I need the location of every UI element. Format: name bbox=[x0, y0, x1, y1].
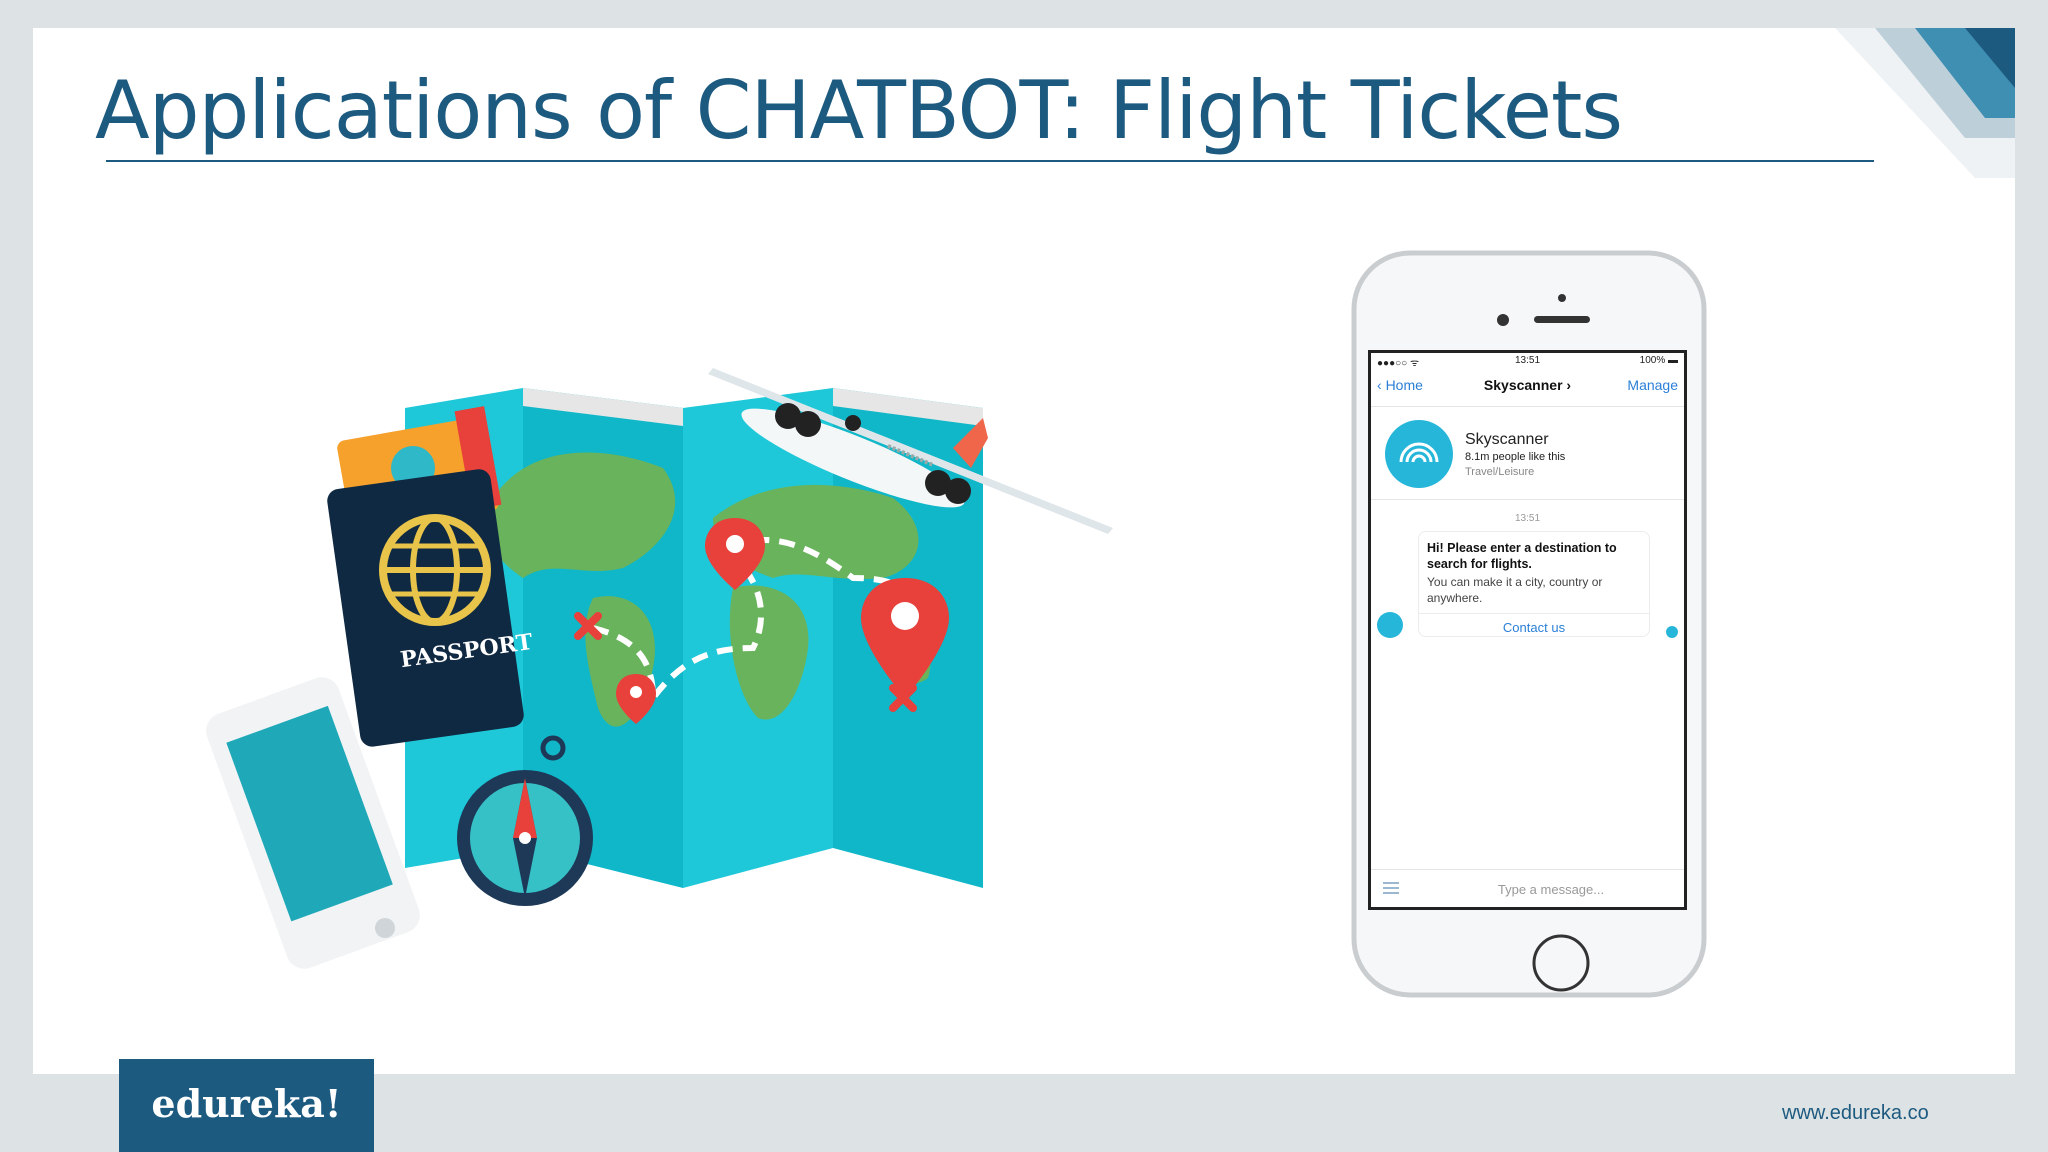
menu-icon[interactable] bbox=[1383, 882, 1399, 894]
back-home-button[interactable]: ‹ Home bbox=[1377, 377, 1423, 393]
speaker-grille bbox=[1534, 316, 1590, 323]
home-button-icon bbox=[1532, 934, 1590, 992]
bot-message-prompt: Hi! Please enter a destination to search… bbox=[1427, 541, 1617, 571]
website-url: www.edureka.co bbox=[1782, 1102, 1929, 1124]
seen-indicator-icon bbox=[1666, 626, 1678, 638]
message-input[interactable] bbox=[1431, 878, 1671, 900]
smartphone-icon bbox=[206, 677, 420, 969]
map-pin-icon bbox=[705, 518, 765, 590]
slide-title: Applications of CHATBOT: Flight Tickets bbox=[95, 64, 1623, 157]
back-label: Home bbox=[1385, 377, 1423, 393]
slide: Applications of CHATBOT: Flight Tickets bbox=[33, 28, 2015, 1074]
phone-mockup: ●●●○○ ᯤ 13:51 100% ▬ ‹ Home Skyscanner ›… bbox=[1348, 243, 1744, 1013]
manage-button[interactable]: Manage bbox=[1627, 377, 1678, 393]
phone-screen: ●●●○○ ᯤ 13:51 100% ▬ ‹ Home Skyscanner ›… bbox=[1368, 350, 1687, 910]
contact-us-button[interactable]: Contact us bbox=[1502, 620, 1566, 635]
status-time: 13:51 bbox=[1514, 355, 1541, 366]
page-name: Skyscanner bbox=[1465, 431, 1549, 448]
bot-message-bubble: Hi! Please enter a destination to search… bbox=[1418, 531, 1650, 637]
chevron-left-icon: ‹ bbox=[1377, 377, 1386, 393]
page-likes: 8.1m people like this bbox=[1465, 451, 1566, 463]
logo-text: edureka! bbox=[151, 1081, 342, 1126]
status-bar: ●●●○○ ᯤ 13:51 100% ▬ bbox=[1371, 353, 1684, 369]
page-category: Travel/Leisure bbox=[1465, 466, 1535, 478]
messenger-navbar: ‹ Home Skyscanner › Manage bbox=[1371, 377, 1684, 401]
bubble-divider bbox=[1419, 613, 1649, 614]
corner-decoration bbox=[1835, 28, 2015, 178]
chat-timestamp: 13:51 bbox=[1514, 513, 1541, 524]
navbar-divider bbox=[1371, 406, 1684, 407]
title-underline bbox=[106, 160, 1874, 162]
skyscanner-logo-icon[interactable] bbox=[1385, 420, 1453, 488]
message-composer bbox=[1371, 869, 1684, 907]
airplane-icon bbox=[708, 368, 1113, 534]
passport-icon: PASSPORT bbox=[327, 469, 535, 747]
bot-message-hint: You can make it a city, country or anywh… bbox=[1427, 575, 1603, 605]
front-camera-icon bbox=[1497, 314, 1509, 326]
map-pin-large-icon bbox=[861, 578, 949, 698]
map-pin-small-icon bbox=[616, 674, 656, 724]
edureka-logo: edureka! bbox=[119, 1059, 374, 1152]
travel-illustration: PASSPORT bbox=[206, 368, 1113, 969]
conversation-title[interactable]: Skyscanner › bbox=[1483, 377, 1572, 393]
compass-icon bbox=[457, 735, 593, 906]
profile-divider bbox=[1371, 499, 1684, 500]
battery-icon: 100% ▬ bbox=[1639, 355, 1678, 366]
signal-icon: ●●●○○ ᯤ bbox=[1377, 358, 1420, 369]
bot-avatar-icon bbox=[1377, 612, 1403, 638]
